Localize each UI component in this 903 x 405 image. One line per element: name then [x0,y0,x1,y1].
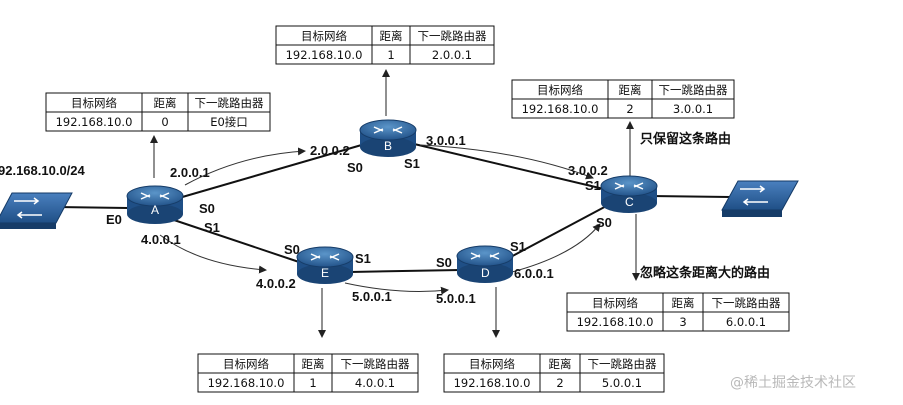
header-next-hop: 下一跳路由器 [418,29,487,43]
e-s1-label: S1 [355,251,371,266]
arrow-b-to-c [419,144,594,180]
link-c-switch [649,195,731,198]
header-next-hop: 下一跳路由器 [195,96,264,110]
router-b[interactable]: B [359,119,417,157]
header-next-hop: 下一跳路由器 [341,357,410,371]
a-s0-ip: 2.0.0.1 [170,165,210,180]
cell-dest: 192.168.10.0 [577,315,654,329]
b-s1-label: S1 [404,156,420,171]
c-s1-label: S1 [585,178,601,193]
d-s0-label: S0 [436,255,452,270]
routing-table-d: 目标网络 距离 下一跳路由器 192.168.10.0 2 5.0.0.1 [443,353,665,393]
cell-dest: 192.168.10.0 [208,376,285,390]
header-distance: 距离 [672,296,695,310]
b-s0-ip: 2.0.0.2 [310,143,350,158]
cell-distance: 0 [161,115,168,129]
link-e-d [349,269,461,273]
a-s0-label: S0 [199,201,215,216]
header-distance: 距离 [302,357,325,371]
a-e0-label: E0 [106,212,122,227]
cell-next-hop: 4.0.0.1 [355,376,395,390]
c-s0-label: S0 [596,215,612,230]
routing-table-c-ignore: 目标网络 距离 下一跳路由器 192.168.10.0 3 6.0.0.1 [566,292,790,332]
router-d-label: D [481,266,490,280]
router-d[interactable]: D [456,245,514,283]
d-s1-label: S1 [510,239,526,254]
e-s1-ip: 5.0.0.1 [352,289,392,304]
routing-table-b: 目标网络 距离 下一跳路由器 192.168.10.0 1 2.0.0.1 [275,25,495,65]
arrow-e-to-d [344,282,449,295]
b-s1-ip: 3.0.0.1 [426,133,466,148]
d-s0-ip: 5.0.0.1 [436,291,476,306]
header-distance: 距离 [619,83,642,97]
cell-next-hop: 3.0.0.1 [673,102,713,116]
arrow-a-to-e [159,234,267,274]
d-s1-ip: 6.0.0.1 [514,266,554,281]
a-s1-label: S1 [204,220,220,235]
note-ignore: 忽略这条距离大的路由 [640,265,770,281]
cell-distance: 2 [626,102,633,116]
header-dest: 目标网络 [537,83,583,97]
cell-distance: 1 [309,376,316,390]
header-dest: 目标网络 [223,357,269,371]
router-e-label: E [321,266,329,280]
router-c-label: C [625,195,634,209]
link-a-e [167,217,306,265]
cell-distance: 1 [387,48,394,62]
switch-left [0,192,73,229]
routing-table-c-keep: 目标网络 距离 下一跳路由器 192.168.10.0 2 3.0.0.1 [511,79,735,119]
header-next-hop: 下一跳路由器 [712,296,781,310]
c-s1-ip: 3.0.0.2 [568,163,608,178]
link-b-c [409,142,609,191]
table-arrows [150,69,640,338]
network-label: 92.168.10.0/24 [0,163,86,178]
router-c[interactable]: C [600,175,658,213]
header-next-hop: 下一跳路由器 [588,357,657,371]
interface-labels: 92.168.10.0/24 E0 2.0.0.1 S0 S1 4.0.0.1 … [0,133,612,306]
link-d-c [504,202,613,261]
header-dest: 目标网络 [592,296,638,310]
routing-table-e: 目标网络 距离 下一跳路由器 192.168.10.0 1 4.0.0.1 [197,353,419,393]
header-dest: 目标网络 [301,29,347,43]
router-b-label: B [384,139,392,153]
cell-dest: 192.168.10.0 [454,376,531,390]
b-s0-label: S0 [347,160,363,175]
cell-distance: 2 [556,376,563,390]
router-a-label: A [151,203,159,217]
e-s0-label: S0 [284,242,300,257]
cell-next-hop: 2.0.0.1 [432,48,472,62]
header-dest: 目标网络 [71,96,117,110]
a-s1-ip: 4.0.0.1 [141,232,181,247]
header-next-hop: 下一跳路由器 [659,83,728,97]
cell-dest: 192.168.10.0 [56,115,133,129]
link-a-b [171,143,366,201]
watermark: @稀土掘金技术社区 [730,375,856,391]
note-keep: 只保留这条路由 [640,131,731,147]
arrow-a-to-b [184,147,306,186]
routing-table-a: 目标网络 距离 下一跳路由器 192.168.10.0 0 E0接口 [45,92,271,132]
header-distance: 距离 [549,357,572,371]
link-switch-a [55,206,131,209]
header-distance: 距离 [154,96,177,110]
cell-next-hop: 6.0.0.1 [726,315,766,329]
switch-right [721,180,799,217]
update-arrows [159,144,601,295]
links [55,142,731,273]
cell-dest: 192.168.10.0 [522,102,599,116]
cell-next-hop: E0接口 [210,115,248,129]
e-s0-ip: 4.0.0.2 [256,276,296,291]
cell-distance: 3 [679,315,686,329]
cell-dest: 192.168.10.0 [286,48,363,62]
router-a[interactable]: A [126,185,184,224]
header-dest: 目标网络 [469,357,515,371]
cell-next-hop: 5.0.0.1 [602,376,642,390]
arrow-d-to-c [511,223,601,273]
router-e[interactable]: E [296,246,354,284]
header-distance: 距离 [380,29,403,43]
